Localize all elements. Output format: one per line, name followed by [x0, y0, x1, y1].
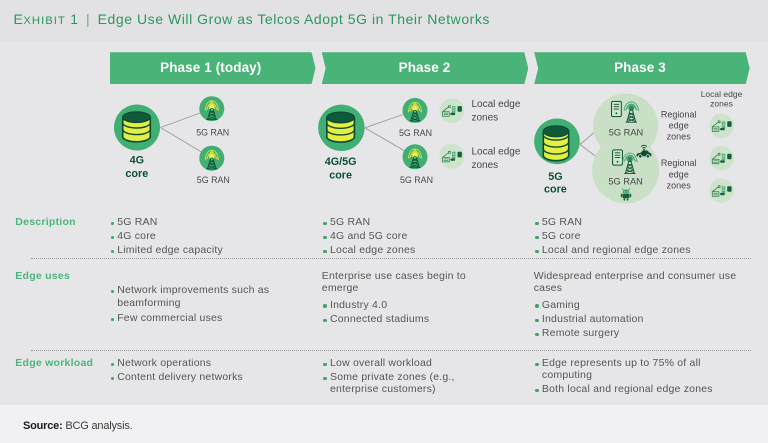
svg-text:Local edge: Local edge	[472, 99, 521, 110]
svg-text:5G RAN: 5G RAN	[400, 175, 433, 186]
svg-text:core: core	[329, 169, 352, 181]
svg-text:5G RAN: 5G RAN	[196, 128, 229, 139]
svg-text:zones: zones	[472, 113, 499, 124]
svg-text:zones: zones	[667, 180, 692, 190]
svg-text:Regional: Regional	[661, 110, 697, 120]
svg-text:zones: zones	[472, 160, 499, 171]
svg-text:edge: edge	[669, 121, 689, 131]
svg-text:5G: 5G	[548, 171, 562, 183]
svg-text:4G: 4G	[130, 155, 144, 167]
svg-text:Local edge: Local edge	[472, 147, 521, 158]
svg-text:zones: zones	[667, 132, 692, 142]
svg-text:edge: edge	[669, 169, 689, 179]
svg-text:Regional: Regional	[661, 158, 697, 168]
svg-text:5G RAN: 5G RAN	[399, 128, 432, 139]
svg-text:core: core	[544, 183, 567, 195]
svg-text:5G RAN: 5G RAN	[197, 175, 230, 186]
svg-text:4G/5G: 4G/5G	[325, 156, 357, 168]
svg-text:core: core	[125, 168, 148, 180]
svg-text:zones: zones	[710, 99, 733, 109]
svg-text:Local edge: Local edge	[701, 89, 743, 99]
svg-text:5G RAN: 5G RAN	[608, 176, 643, 187]
svg-text:5G RAN: 5G RAN	[609, 127, 644, 138]
